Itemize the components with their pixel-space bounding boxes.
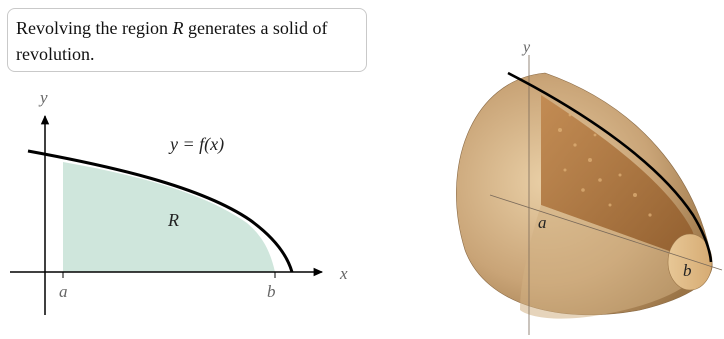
region-label: R xyxy=(167,210,179,230)
solid-curve-f xyxy=(507,71,713,263)
end-cap xyxy=(667,233,713,291)
x-axis-label: x xyxy=(339,264,348,283)
caption-box: Revolving the region R generates a solid… xyxy=(7,8,367,72)
bound-a-label: a xyxy=(59,282,68,301)
solid-cutaway xyxy=(541,95,700,262)
caption-region-symbol: R xyxy=(172,18,184,38)
solid-bound-b-label: b xyxy=(683,261,692,280)
solid-y-axis-label: y xyxy=(521,39,531,56)
caption-text-after: generates a solid of revolution. xyxy=(16,18,328,64)
y-axis-label: y xyxy=(38,88,48,107)
bound-b-label: b xyxy=(267,282,276,301)
curve-f xyxy=(27,149,294,273)
cutaway-texture xyxy=(558,113,652,217)
solid-x-axis xyxy=(489,194,723,271)
curve-label: y = f(x) xyxy=(168,134,224,155)
solid-bound-a-label: a xyxy=(538,213,547,232)
region-r-fill xyxy=(63,162,275,272)
caption-text-before: Revolving the region xyxy=(16,18,173,38)
solid-front-lower xyxy=(520,205,701,319)
